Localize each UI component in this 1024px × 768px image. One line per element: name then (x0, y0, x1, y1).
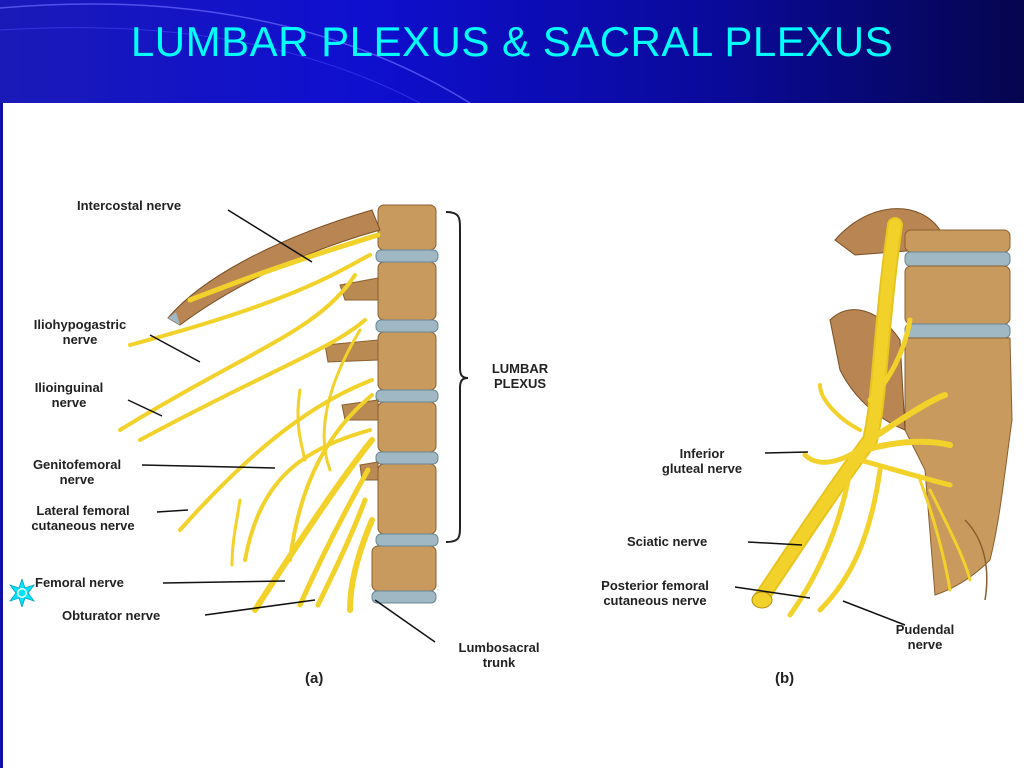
label-pudendal-nerve: Pudendal nerve (895, 622, 955, 652)
label-intercostal-nerve: Intercostal nerve (77, 198, 182, 213)
panel-a-caption: (a) (305, 670, 324, 687)
star-burst-icon (8, 579, 36, 607)
label-obturator-nerve: Obturator nerve (62, 608, 161, 623)
panel-a-spine (167, 204, 439, 604)
panel-b-nerves (752, 217, 972, 618)
panel-b-caption: (b) (775, 670, 795, 687)
label-lateral-femoral-cutaneous-nerve: Lateral femoral cutaneous nerve (31, 503, 135, 533)
label-femoral-nerve: Femoral nerve (35, 575, 124, 590)
panel-b-leader-lines (734, 451, 906, 626)
sciatic-cut-end (751, 591, 773, 609)
left-border (0, 103, 3, 768)
lumbar-plexus-bracket (445, 211, 469, 543)
label-posterior-femoral-cutaneous-nerve: Posterior femoral cutaneous nerve (601, 578, 709, 608)
slide-header: LUMBAR PLEXUS & SACRAL PLEXUS (0, 0, 1024, 103)
label-ilioinguinal-nerve: Ilioinguinal nerve (34, 380, 104, 410)
label-sciatic-nerve: Sciatic nerve (627, 534, 708, 549)
slide-title: LUMBAR PLEXUS & SACRAL PLEXUS (130, 18, 894, 65)
label-inferior-gluteal-nerve: Inferior gluteal nerve (661, 446, 743, 476)
header-swoosh (0, 3, 471, 103)
label-lumbosacral-trunk: Lumbosacral trunk (458, 640, 540, 670)
panel-a-nerves (118, 232, 381, 613)
panel-a-leader-lines (127, 209, 436, 643)
label-lumbar-plexus: LUMBAR PLEXUS (491, 361, 549, 391)
label-iliohypogastric-nerve: Iliohypogastric nerve (33, 317, 127, 347)
label-genitofemoral-nerve: Genitofemoral nerve (32, 457, 122, 487)
